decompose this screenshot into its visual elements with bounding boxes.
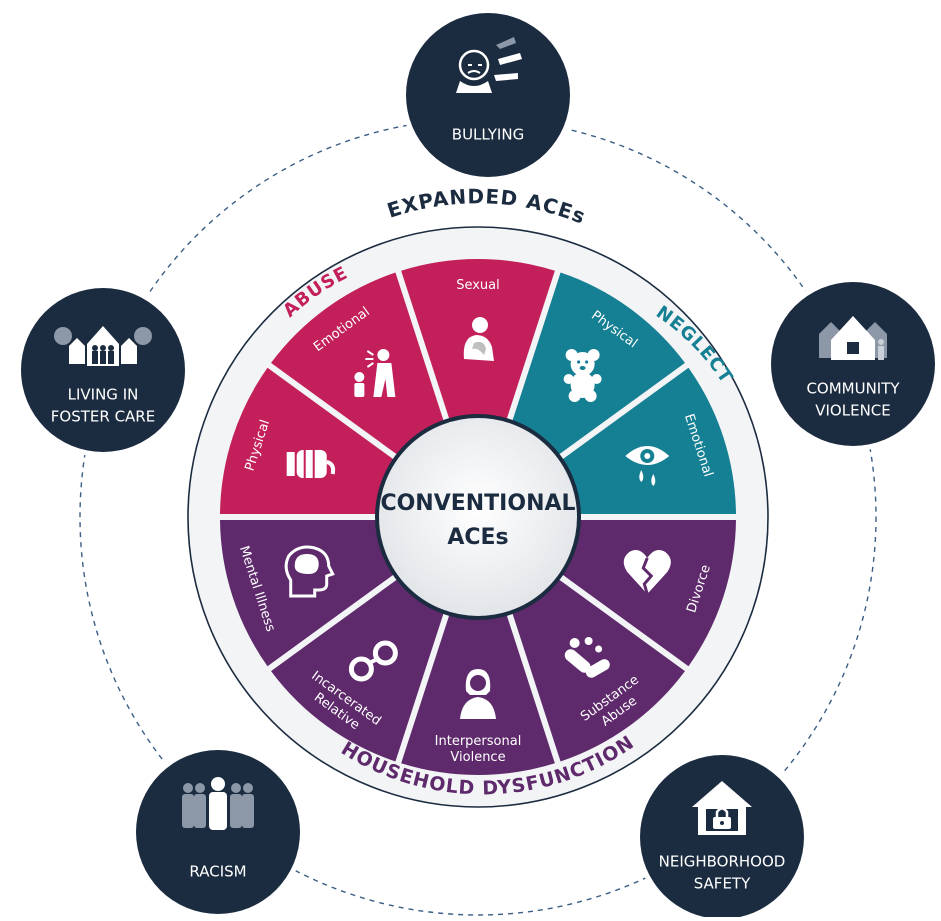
teddy-bear-icon xyxy=(563,348,602,402)
outer-circle-disc xyxy=(771,282,935,446)
outer-label-neighborhood-safety-line2: SAFETY xyxy=(694,875,751,893)
segment-abuse-emotional: Emotional xyxy=(271,272,444,455)
segment-wedge-neglect-physical xyxy=(512,272,685,455)
outer-circles-group: BULLYING COMMUNITY VIOLENCE NEIGHBORHOOD SAF… xyxy=(16,8,940,921)
pills-icon xyxy=(564,637,610,678)
segment-abuse-physical: Physical xyxy=(220,367,394,514)
house-lock-icon xyxy=(692,781,752,835)
segment-wedge-abuse-emotional xyxy=(271,272,444,455)
outer-circle-racism: RACISM xyxy=(131,745,305,919)
woman-icon xyxy=(460,669,496,719)
outer-circle-foster-care: LIVING IN FOSTER CARE xyxy=(16,283,190,457)
segment-neglect-emotional: Emotional xyxy=(562,367,736,514)
outer-circle-disc xyxy=(136,750,300,914)
outer-circle-bullying: BULLYING xyxy=(401,8,575,182)
broken-heart-icon xyxy=(623,550,671,595)
segment-sexual: Sexual xyxy=(401,258,555,420)
segment-label-line: Interpersonal xyxy=(435,734,522,749)
house-community-icon xyxy=(819,316,887,360)
segment-wedge-abuse-physical xyxy=(220,367,394,514)
segment-substance-abuse: SubstanceAbuse xyxy=(512,579,685,762)
segment-divorce: Divorce xyxy=(562,520,736,667)
bullying-icon xyxy=(456,37,522,93)
center-title-line1: CONVENTIONAL xyxy=(380,491,575,516)
segment-wedge-neglect-emotional xyxy=(562,367,736,514)
outer-circle-disc xyxy=(640,755,804,919)
yelling-adult-child-icon xyxy=(354,348,396,397)
segment-wedge-mental-illness xyxy=(220,520,394,667)
center-title-line2: ACEs xyxy=(447,525,508,550)
expanded-aces-text: EXPANDED ACEs xyxy=(384,184,588,229)
segment-label-sexual: Sexual xyxy=(456,278,500,293)
outer-label-racism-line1: RACISM xyxy=(189,863,246,881)
expanded-aces-label: EXPANDED ACEs xyxy=(384,184,589,229)
expanded-ring-border xyxy=(187,226,769,808)
outer-circle-neighborhood-safety: NEIGHBORHOOD SAFETY xyxy=(635,750,809,921)
crowd-icon xyxy=(182,777,254,830)
outer-label-foster-care-line2: FOSTER CARE xyxy=(51,408,155,426)
crying-eye-icon xyxy=(625,445,670,486)
outer-label-foster-care-line1: LIVING IN xyxy=(68,386,139,404)
center-circle xyxy=(375,414,581,620)
segment-wedge-divorce xyxy=(562,520,736,667)
outer-label-bullying-line1: BULLYING xyxy=(452,126,524,144)
segment-neglect-physical: Physical xyxy=(512,272,685,455)
outer-circle-disc xyxy=(21,288,185,452)
houses-family-icon xyxy=(54,326,152,366)
segment-label-line: Sexual xyxy=(456,278,500,293)
outer-circle-community-violence: COMMUNITY VIOLENCE xyxy=(766,277,940,451)
segment-mental-illness: Mental Illness xyxy=(220,520,394,667)
segments-group: SexualPhysicalEmotionalDivorceSubstanceA… xyxy=(220,258,736,776)
segment-incarcerated-relative: IncarceratedRelative xyxy=(271,579,444,762)
outer-circle-disc xyxy=(406,13,570,177)
segment-label-line: Violence xyxy=(450,750,505,765)
outer-label-community-violence-line2: VIOLENCE xyxy=(815,402,891,420)
outer-label-community-violence-line1: COMMUNITY xyxy=(806,380,900,398)
brain-head-icon xyxy=(284,545,335,598)
outer-label-neighborhood-safety-line1: NEIGHBORHOOD xyxy=(659,853,786,871)
segment-wedge-incarcerated-relative xyxy=(271,579,444,762)
handcuffs-icon xyxy=(348,640,398,682)
hugging-knees-icon xyxy=(463,317,494,361)
fist-icon xyxy=(286,449,336,478)
